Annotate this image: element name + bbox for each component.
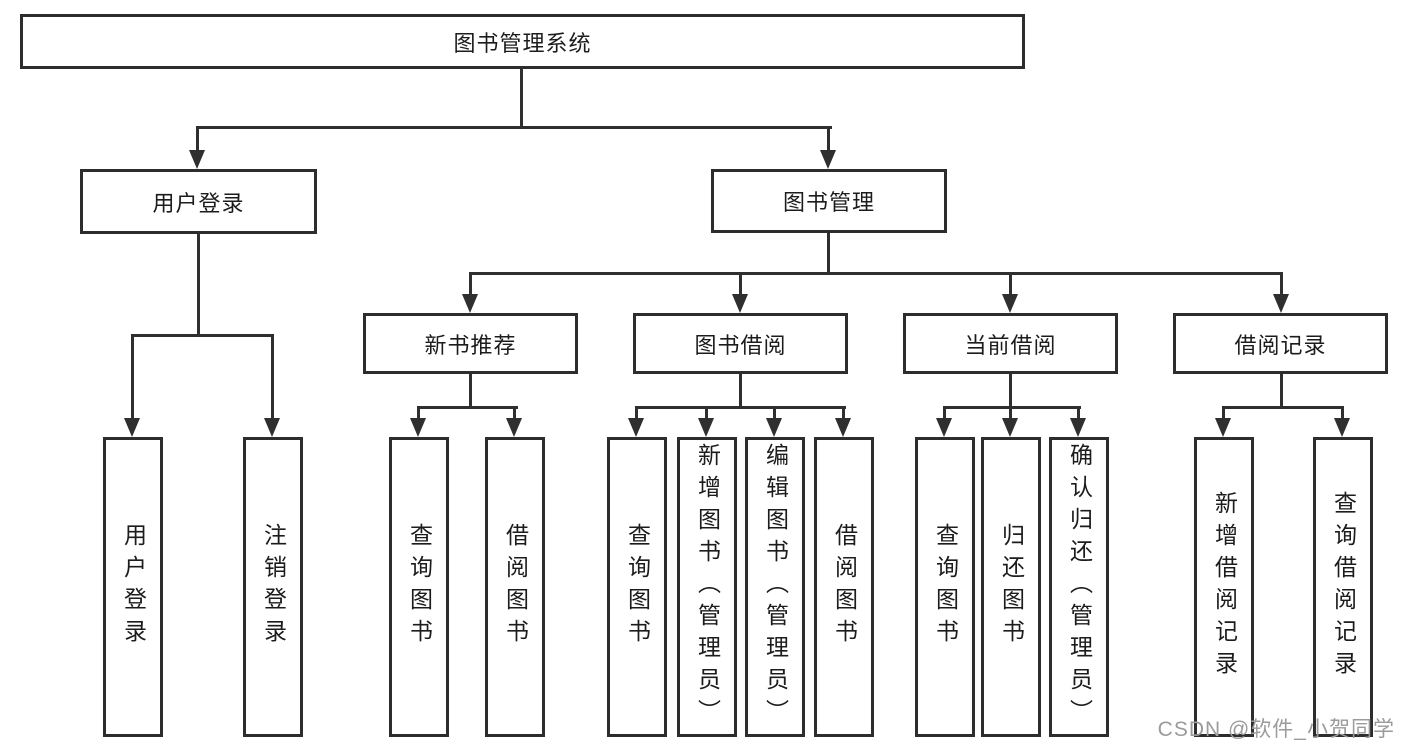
node-book-management-label: 图书管理 (782, 190, 875, 215)
leaf-newrec-query-books: 查询图书 (389, 437, 449, 737)
connector-level3-rail (469, 272, 1283, 275)
node-book-management: 图书管理 (711, 169, 947, 233)
arrow-down-icon (264, 418, 280, 437)
node-current-borrow: 当前借阅 (903, 313, 1118, 374)
arrow-down-icon (820, 150, 836, 169)
arrow-down-icon (628, 418, 644, 437)
arrow-down-icon (1215, 418, 1231, 437)
leaf-borrow-query-books: 查询图书 (607, 437, 667, 737)
connector-book-mgmt-stem (827, 233, 830, 275)
connector-records-rail (1222, 406, 1344, 409)
connector-current-leaf1-shaft (943, 406, 946, 422)
arrow-down-icon (1002, 418, 1018, 437)
connector-newrec-stem (469, 374, 472, 409)
connector-records-shaft (1280, 272, 1283, 298)
connector-newrec-rail (417, 406, 518, 409)
connector-book-mgmt-shaft (827, 126, 830, 154)
arrow-down-icon (1070, 418, 1086, 437)
leaf-logout-label: 注销登录 (260, 523, 287, 651)
node-current-borrow-label: 当前借阅 (964, 332, 1057, 358)
node-borrow-records: 借阅记录 (1173, 313, 1388, 374)
connector-records-stem (1280, 374, 1283, 409)
leaf-current-query-books: 查询图书 (915, 437, 975, 737)
connector-records-leaf1-shaft (1222, 406, 1225, 422)
arrow-down-icon (732, 294, 748, 313)
leaf-current-confirm-return-admin: 确认归还（管理员） (1049, 437, 1109, 737)
connector-user-leaf1-shaft (131, 334, 134, 422)
arrow-down-icon (189, 150, 205, 169)
leaf-records-query-record: 查询借阅记录 (1313, 437, 1373, 737)
node-borrow-records-label: 借阅记录 (1234, 332, 1327, 358)
node-root-label: 图书管理系统 (453, 30, 592, 56)
connector-level2-rail (196, 126, 832, 129)
leaf-logout: 注销登录 (243, 437, 303, 737)
leaf-borrow-borrow-books-label: 借阅图书 (831, 523, 858, 651)
leaf-newrec-borrow-books: 借阅图书 (485, 437, 545, 737)
connector-user-login-shaft (196, 126, 199, 154)
leaf-borrow-borrow-books: 借阅图书 (814, 437, 874, 737)
connector-borrow-shaft (739, 272, 742, 298)
arrow-down-icon (506, 418, 522, 437)
leaf-borrow-edit-books-admin: 编辑图书（管理员） (745, 437, 805, 737)
arrow-down-icon (410, 418, 426, 437)
connector-borrow-leaf3-shaft (773, 406, 776, 422)
leaf-newrec-query-books-label: 查询图书 (406, 523, 433, 651)
leaf-current-confirm-return-admin-label: 确认归还（管理员） (1066, 443, 1093, 731)
leaf-records-add-record-label: 新增借阅记录 (1211, 491, 1238, 683)
arrow-down-icon (698, 418, 714, 437)
connector-current-leaf2-shaft (1009, 406, 1012, 422)
leaf-records-query-record-label: 查询借阅记录 (1330, 491, 1357, 683)
connector-borrow-leaf4-shaft (842, 406, 845, 422)
leaf-borrow-add-books-admin-label: 新增图书（管理员） (694, 443, 721, 731)
connector-newrec-leaf2-shaft (513, 406, 516, 422)
node-book-borrow: 图书借阅 (633, 313, 848, 374)
connector-borrow-leaf2-shaft (705, 406, 708, 422)
arrow-down-icon (462, 294, 478, 313)
arrow-down-icon (1334, 418, 1350, 437)
connector-borrow-rail (635, 406, 846, 409)
connector-borrow-leaf1-shaft (635, 406, 638, 422)
connector-current-leaf3-shaft (1077, 406, 1080, 422)
arrow-down-icon (1002, 294, 1018, 313)
connector-current-stem (1009, 374, 1012, 409)
leaf-current-query-books-label: 查询图书 (932, 523, 959, 651)
leaf-newrec-borrow-books-label: 借阅图书 (502, 523, 529, 651)
arrow-down-icon (124, 418, 140, 437)
arrow-down-icon (1273, 294, 1289, 313)
csdn-watermark: CSDN @软件_小贺同学 (1157, 718, 1395, 741)
arrow-down-icon (936, 418, 952, 437)
connector-newrec-shaft (469, 272, 472, 298)
leaf-borrow-add-books-admin: 新增图书（管理员） (677, 437, 737, 737)
connector-current-shaft (1009, 272, 1012, 298)
arrow-down-icon (835, 418, 851, 437)
node-user-login-label: 用户登录 (152, 190, 245, 216)
leaf-current-return-books-label: 归还图书 (998, 523, 1025, 651)
leaf-borrow-edit-books-admin-label: 编辑图书（管理员） (762, 443, 789, 731)
leaf-records-add-record: 新增借阅记录 (1194, 437, 1254, 737)
leaf-user-login: 用户登录 (103, 437, 163, 737)
connector-user-leaf2-shaft (271, 334, 274, 422)
connector-current-rail (943, 406, 1081, 409)
node-new-book-recommend-label: 新书推荐 (424, 332, 517, 358)
leaf-borrow-query-books-label: 查询图书 (624, 523, 651, 651)
node-book-borrow-label: 图书借阅 (694, 332, 787, 358)
node-new-book-recommend: 新书推荐 (363, 313, 578, 374)
leaf-user-login-label: 用户登录 (120, 523, 147, 651)
connector-newrec-leaf1-shaft (417, 406, 420, 422)
arrow-down-icon (766, 418, 782, 437)
connector-records-leaf2-shaft (1341, 406, 1344, 422)
connector-user-leaves-rail (131, 334, 274, 337)
connector-user-branch-stem (197, 234, 200, 337)
connector-borrow-stem (739, 374, 742, 409)
node-root: 图书管理系统 (20, 14, 1025, 69)
leaf-current-return-books: 归还图书 (981, 437, 1041, 737)
node-user-login: 用户登录 (80, 169, 317, 234)
connector-root-stem (520, 69, 523, 129)
